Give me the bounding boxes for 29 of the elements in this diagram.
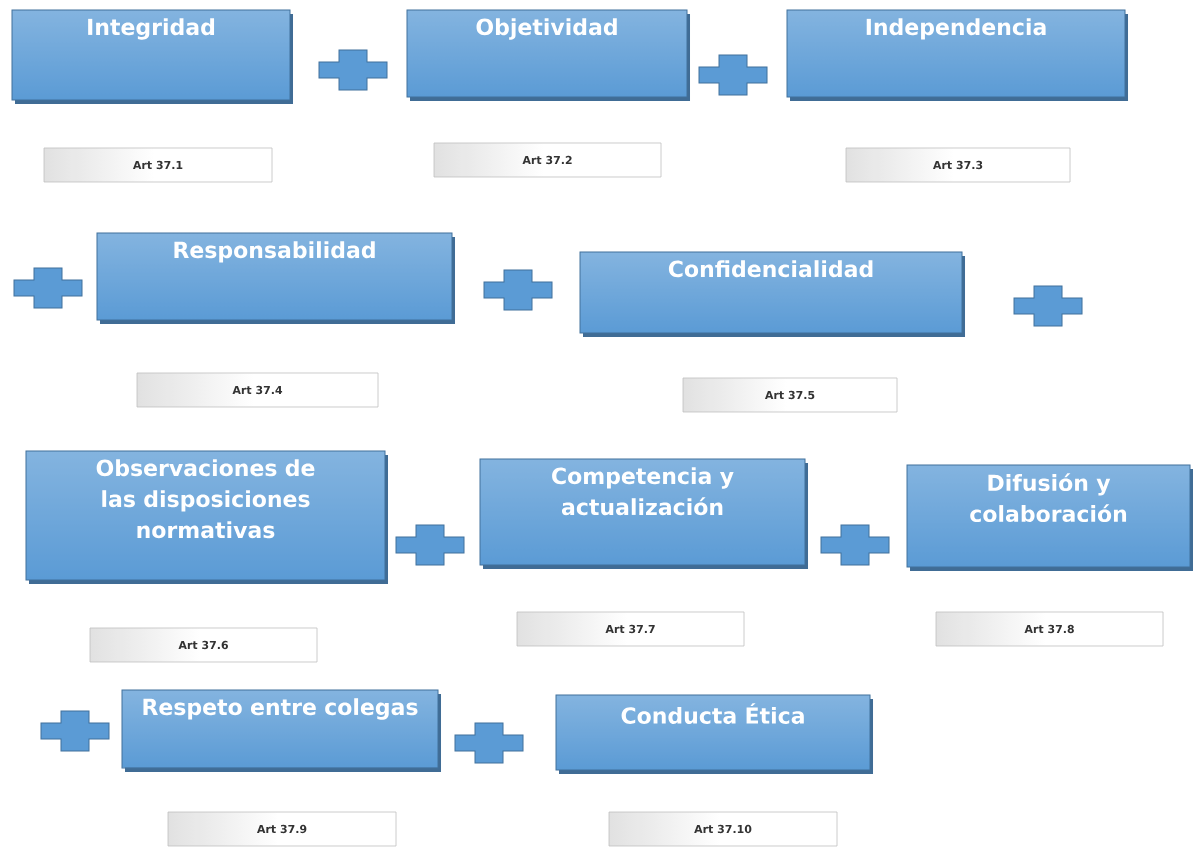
article-tag: Art 37.4 [136,372,379,408]
plus-sign [1013,285,1083,327]
article-tag: Art 37.1 [43,147,273,183]
plus-sign [395,524,465,566]
label-box: Competencia y actualización [479,458,808,569]
label-box: Responsabilidad [96,232,455,324]
plus-sign [40,710,110,752]
plus-sign [820,524,890,566]
plus-sign [13,267,83,309]
label-box: Observaciones de las disposiciones normativas [25,450,388,584]
plus-sign [318,49,388,91]
label-box: Difusión y colaboración [906,464,1193,571]
label-box: Integridad [11,9,293,104]
article-tag: Art 37.9 [167,811,397,847]
plus-sign [483,269,553,311]
article-tag: Art 37.2 [433,142,662,178]
label-box: Respeto entre colegas [121,689,441,772]
label-box: Independencia [786,9,1128,101]
article-tag: Art 37.5 [682,377,898,413]
article-tag: Art 37.8 [935,611,1164,647]
label-box: Conducta Ética [555,694,873,774]
plus-sign [698,54,768,96]
label-box: Objetividad [406,9,690,101]
article-tag: Art 37.7 [516,611,745,647]
label-box: Confidencialidad [579,251,965,337]
plus-sign [454,722,524,764]
article-tag: Art 37.6 [89,627,318,663]
article-tag: Art 37.10 [608,811,838,847]
article-tag: Art 37.3 [845,147,1071,183]
